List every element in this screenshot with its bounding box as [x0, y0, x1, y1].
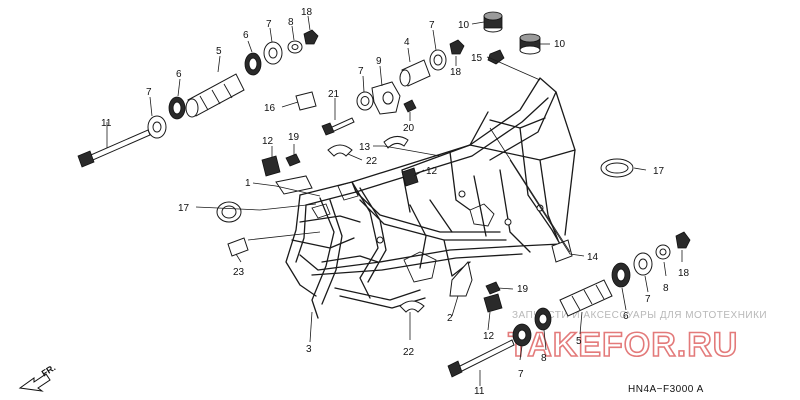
part-2-plate: [449, 260, 473, 297]
part-11-bolt-lower: [447, 339, 515, 378]
callout-12-upper: 12: [262, 136, 274, 147]
part-10-mount-a: [483, 11, 503, 33]
callout-14: 14: [587, 252, 599, 263]
part-7-collar-lower-b: [512, 323, 532, 347]
callout-15: 15: [471, 53, 483, 64]
callout-12-lower: 12: [483, 331, 495, 342]
part-18-nut-a: [449, 39, 465, 55]
part-22-clip-lower: [399, 300, 425, 313]
callout-7-lower-a: 7: [645, 294, 651, 305]
part-8-washer-lower: [655, 244, 671, 260]
callout-19-lower: 19: [517, 284, 529, 295]
callout-7-left: 7: [358, 66, 364, 77]
part-17-band-left: [216, 201, 242, 223]
callout-17-left: 17: [178, 203, 190, 214]
diagram-code: HN4A−F3000 A: [628, 384, 704, 395]
part-7-collar-left: [356, 91, 374, 111]
callout-23: 23: [233, 267, 245, 278]
part-7-collar-upper-b: [263, 41, 283, 65]
callout-8-lower-b: 8: [541, 353, 547, 364]
front-arrow-icon: [18, 373, 51, 392]
callout-22-upper: 22: [366, 156, 378, 167]
callout-12-mid: 12: [426, 166, 438, 177]
callout-19-upper: 19: [288, 132, 300, 143]
part-11-bolt-upper: [77, 129, 151, 168]
part-13-clip: [383, 136, 409, 149]
callout-11-lower: 11: [474, 386, 485, 397]
callout-5-lower: 5: [576, 336, 582, 347]
callout-labels: 1 2 3 4 5 5 6 6 6 7 7 7 7 7 7 8 8 8 9 10…: [101, 7, 690, 397]
part-10-mount-b: [519, 33, 541, 55]
part-12-rubber-upper: [261, 155, 281, 177]
part-12-rubber-mid: [401, 167, 419, 187]
callout-16: 16: [264, 103, 276, 114]
callout-5-upper: 5: [216, 46, 222, 57]
part-17-band-right: [600, 158, 634, 178]
callout-21: 21: [328, 89, 340, 100]
part-6-bearing-upper-b: [244, 52, 262, 76]
callout-20: 20: [403, 123, 415, 134]
front-label: FR.: [40, 362, 58, 378]
part-6-bearing-upper-a: [168, 96, 186, 120]
part-5-bushing-upper: [185, 73, 245, 118]
callout-18-upper: 18: [301, 7, 313, 18]
leader-lines: [106, 15, 683, 386]
part-12-rubber-lower: [483, 293, 503, 313]
callout-3: 3: [306, 344, 312, 355]
part-23-sleeve: [227, 237, 249, 257]
callout-13: 13: [359, 142, 371, 153]
callout-11-upper: 11: [101, 118, 112, 129]
callout-7-upper-b: 7: [266, 19, 272, 30]
callout-17-right: 17: [653, 166, 665, 177]
part-22-clip-upper: [327, 144, 353, 157]
part-4-bushing: [399, 59, 431, 87]
callout-8-lower-a: 8: [663, 283, 669, 294]
part-18-nut-upper: [303, 29, 319, 45]
part-15-bolt: [487, 49, 505, 65]
part-19-bolt-lower: [485, 281, 501, 295]
callout-8-upper: 8: [288, 17, 294, 28]
part-21-bolt: [321, 117, 355, 136]
callout-6-lower: 6: [623, 311, 629, 322]
part-16-clamp: [295, 91, 317, 111]
callout-4: 4: [404, 37, 410, 48]
part-7-collar-mid: [429, 49, 447, 71]
callout-9: 9: [376, 56, 382, 67]
callout-7-mid: 7: [429, 20, 435, 31]
callout-18-mid: 18: [450, 67, 462, 78]
part-19-bolt-upper: [285, 153, 301, 167]
callout-6-upper-a: 6: [176, 69, 182, 80]
front-direction-indicator: FR.: [18, 362, 58, 392]
part-8-washer-upper: [287, 40, 303, 54]
part-6-bearing-lower-a: [611, 262, 631, 288]
watermark-tagline: ЗАПЧАСТИ И АКСЕССУАРЫ ДЛЯ МОТОТЕХНИКИ: [512, 310, 767, 321]
callout-7-upper-a: 7: [146, 87, 152, 98]
callout-22-lower: 22: [403, 347, 415, 358]
callout-18-lower: 18: [678, 268, 690, 279]
callout-10-b: 10: [554, 39, 566, 50]
callout-10-a: 10: [458, 20, 470, 31]
part-20-bolt: [403, 99, 417, 113]
part-1-bracket: [275, 175, 313, 195]
part-6-bearing-lower-b: [534, 307, 552, 331]
callout-2: 2: [447, 313, 453, 324]
callout-6-upper-b: 6: [243, 30, 249, 41]
part-7-collar-lower-a: [633, 252, 653, 276]
part-9-bracket: [371, 81, 401, 115]
main-frame: [285, 77, 576, 319]
part-7-collar-upper-a: [147, 115, 167, 139]
part-5-bushing-lower: [559, 279, 613, 317]
callout-1: 1: [245, 178, 251, 189]
callout-7-lower-b: 7: [518, 369, 524, 380]
part-18-nut-lower: [675, 231, 691, 249]
